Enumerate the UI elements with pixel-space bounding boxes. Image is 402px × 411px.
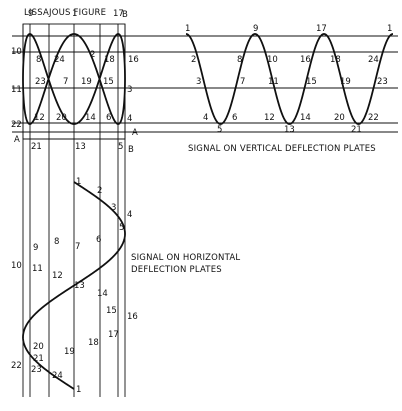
hsig-19: 19 [64, 347, 75, 357]
liss-bottom-21: 21 [31, 142, 42, 152]
label-B-bottom: B [128, 145, 134, 155]
hsig-23: 23 [31, 365, 42, 375]
liss-left-22: 22 [11, 120, 22, 130]
hsig-24: 24 [52, 371, 63, 381]
label-A-right: A [132, 128, 138, 138]
vsig-peak-1a: 1 [185, 24, 190, 34]
liss-row-middle-23: 23 [35, 77, 46, 87]
lissajous-title: LISSAJOUS FIGURE [24, 8, 106, 18]
liss-row-middle-19: 19 [81, 77, 92, 87]
vsig-trough-13: 13 [284, 125, 295, 135]
hsig-2: 2 [97, 186, 102, 196]
liss-row-lower-14: 14 [85, 113, 96, 123]
hsig-18: 18 [88, 338, 99, 348]
lissajous-curve [22, 33, 126, 125]
vsig-middle-7: 7 [240, 77, 245, 87]
liss-bottom-13: 13 [75, 142, 86, 152]
vsig-lower-12: 12 [264, 113, 275, 123]
vsig-upper-24: 24 [368, 55, 379, 65]
vsig-middle-11: 11 [268, 77, 279, 87]
liss-row-middle-7: 7 [63, 77, 68, 87]
vsig-lower-22: 22 [368, 113, 379, 123]
liss-top-17: 17 [113, 9, 124, 19]
hsig-3: 3 [111, 203, 116, 213]
vsig-trough-21: 21 [351, 125, 362, 135]
vsig-upper-2: 2 [191, 55, 196, 65]
liss-right-4: 4 [127, 114, 132, 124]
hsig-4: 4 [127, 210, 132, 220]
vsig-middle-15: 15 [306, 77, 317, 87]
hsig-5: 5 [119, 223, 124, 233]
liss-top-1: 1 [72, 9, 77, 19]
liss-right-3: 3 [127, 85, 132, 95]
hsig-9: 9 [33, 243, 38, 253]
hsig-22: 22 [11, 361, 22, 371]
liss-row-upper-24: 24 [54, 55, 65, 65]
hsig-1-end: 1 [76, 385, 81, 395]
hsig-11: 11 [32, 264, 43, 274]
liss-row-lower-20: 20 [56, 113, 67, 123]
horizontal-signal-title-line2: DEFLECTION PLATES [131, 265, 222, 275]
vertical-signal-wave [185, 33, 394, 125]
liss-row-lower-6: 6 [106, 113, 111, 123]
liss-row-upper-8: 8 [36, 55, 41, 65]
hsig-7: 7 [75, 242, 80, 252]
liss-row-upper-2: 2 [90, 50, 95, 60]
vsig-upper-10: 10 [267, 55, 278, 65]
hsig-1: 1 [76, 177, 81, 187]
hsig-12: 12 [52, 271, 63, 281]
vsig-upper-16: 16 [300, 55, 311, 65]
hsig-21: 21 [33, 354, 44, 364]
vertical-signal-number-labels: 1 9 17 1 2 8 10 16 18 24 3 7 11 15 19 23… [185, 24, 392, 135]
hsig-13: 13 [74, 281, 85, 291]
vsig-lower-20: 20 [334, 113, 345, 123]
hsig-20: 20 [33, 342, 44, 352]
horizontal-signal-title-line1: SIGNAL ON HORIZONTAL [131, 253, 240, 263]
vsig-upper-18: 18 [330, 55, 341, 65]
horizontal-signal-number-labels: 1 2 3 4 5 6 7 8 9 10 11 12 13 14 15 16 1… [11, 177, 138, 395]
vsig-peak-17: 17 [316, 24, 327, 34]
liss-row-middle-15: 15 [103, 77, 114, 87]
vsig-peak-1b: 1 [387, 24, 392, 34]
liss-bottom-5: 5 [118, 142, 123, 152]
vsig-middle-3: 3 [196, 77, 201, 87]
liss-row-upper-18: 18 [104, 55, 115, 65]
vsig-middle-19: 19 [340, 77, 351, 87]
hsig-17: 17 [108, 330, 119, 340]
vsig-middle-23: 23 [377, 77, 388, 87]
label-B-top: B [122, 10, 128, 20]
vsig-peak-9: 9 [253, 24, 258, 34]
hsig-16: 16 [127, 312, 138, 322]
vsig-lower-4: 4 [203, 113, 208, 123]
hsig-15: 15 [106, 306, 117, 316]
liss-top-9: 9 [28, 9, 33, 19]
label-A-left: A [14, 135, 20, 145]
liss-right-16: 16 [128, 55, 139, 65]
liss-left-11: 11 [11, 85, 22, 95]
horizontal-signal-wave [22, 181, 126, 390]
hsig-8: 8 [54, 237, 59, 247]
vsig-trough-5: 5 [217, 125, 222, 135]
vertical-signal-title: SIGNAL ON VERTICAL DEFLECTION PLATES [188, 144, 376, 154]
hsig-6: 6 [96, 235, 101, 245]
hsig-10: 10 [11, 261, 22, 271]
vsig-lower-14: 14 [300, 113, 311, 123]
hsig-14: 14 [97, 289, 108, 299]
liss-left-10: 10 [11, 47, 22, 57]
vsig-lower-6: 6 [232, 113, 237, 123]
liss-row-lower-12: 12 [34, 113, 45, 123]
lissajous-number-labels: 9 1 17 10 11 22 16 3 4 8 24 2 18 23 7 19… [11, 9, 139, 152]
vsig-upper-8: 8 [237, 55, 242, 65]
